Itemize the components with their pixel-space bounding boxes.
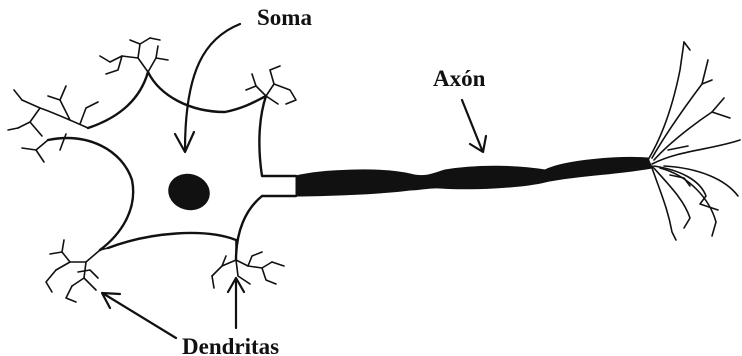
arrow-dendrites-left — [102, 293, 176, 338]
dendrite-top — [100, 38, 168, 74]
label-soma: Soma — [257, 5, 312, 30]
dendrite-lower-middle — [212, 240, 284, 288]
dendrite-upper-right — [246, 66, 296, 104]
dendrite-upper-left — [8, 86, 98, 162]
arrow-dendrites-right — [228, 278, 244, 328]
soma-body — [48, 72, 296, 260]
arrow-axon — [462, 100, 486, 152]
axon-terminals — [648, 42, 740, 240]
dendrite-lower-left — [46, 240, 108, 302]
label-axon: Axón — [433, 66, 486, 91]
arrow-soma — [175, 24, 240, 152]
nucleus — [164, 169, 214, 215]
label-dendrites: Dendritas — [182, 334, 279, 356]
axon — [296, 158, 652, 197]
